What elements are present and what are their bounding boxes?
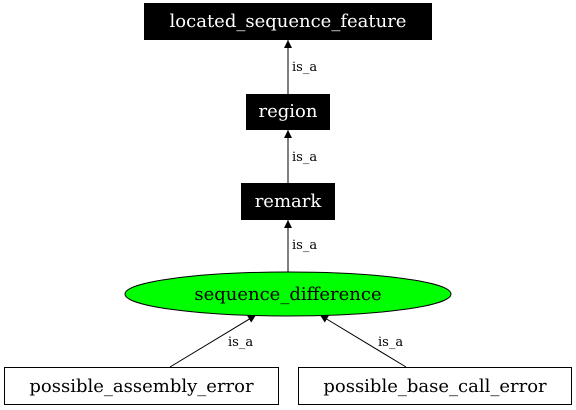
- node-label: possible_base_call_error: [323, 376, 547, 397]
- node-possible-assembly-error: possible_assembly_error: [4, 367, 279, 405]
- edge-label: is_a: [292, 60, 317, 75]
- node-label: region: [259, 101, 318, 122]
- edge-label: is_a: [292, 238, 317, 253]
- node-located-sequence-feature: located_sequence_feature: [144, 3, 432, 40]
- edge-possible-base-call-error-to-sequence-difference: is_a: [319, 314, 407, 368]
- edge-remark-to-region: is_a: [284, 130, 317, 183]
- node-label: sequence_difference: [194, 284, 381, 305]
- node-remark: remark: [241, 183, 335, 220]
- edge-region-to-located-sequence-feature: is_a: [284, 40, 317, 94]
- node-label: remark: [255, 191, 323, 212]
- edge-label: is_a: [378, 335, 403, 350]
- node-label: located_sequence_feature: [170, 11, 407, 32]
- node-possible-base-call-error: possible_base_call_error: [298, 367, 572, 405]
- edge-label: is_a: [292, 150, 317, 165]
- edge-label: is_a: [228, 335, 253, 350]
- edge-sequence-difference-to-remark: is_a: [284, 220, 317, 272]
- node-sequence-difference: sequence_difference: [124, 271, 452, 317]
- node-region: region: [246, 94, 330, 130]
- edge-possible-assembly-error-to-sequence-difference: is_a: [169, 314, 257, 368]
- node-label: possible_assembly_error: [29, 376, 254, 397]
